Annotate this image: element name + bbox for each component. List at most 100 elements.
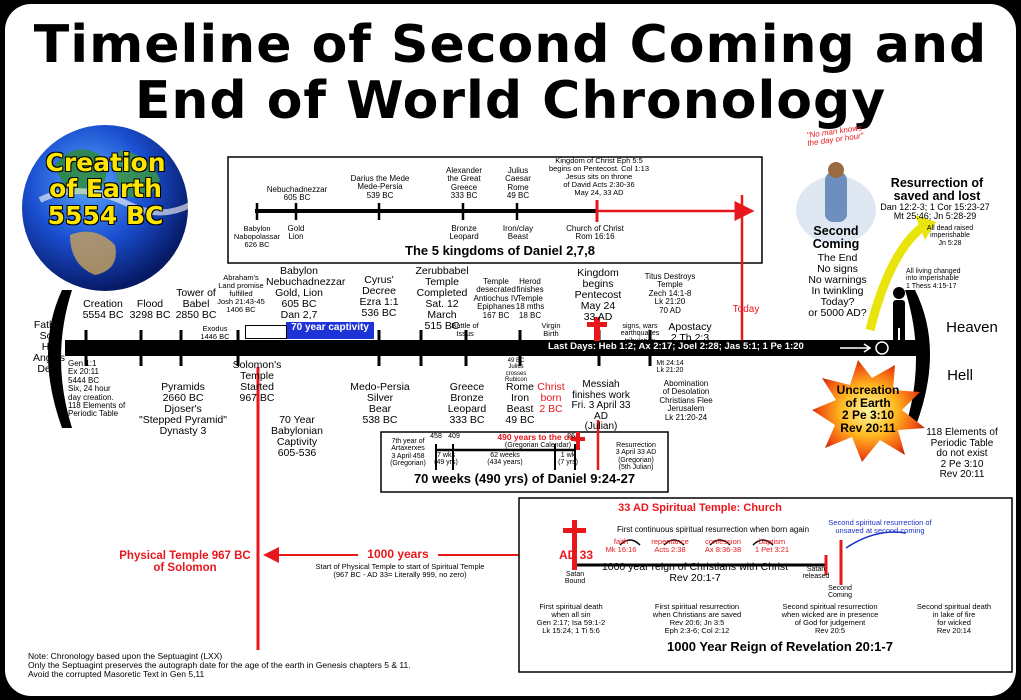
step-baptism: baptism 1 Pet 3:21 [754, 537, 790, 554]
event-zerubbabel: Zerubbabel Temple Completed Sat. 12 Marc… [415, 265, 469, 333]
rapture-arrow [865, 221, 928, 332]
event-mt2414: Mt 24:14 Lk 21:20 [656, 360, 684, 375]
jesus-figure [796, 162, 876, 244]
event-virgin-birth: Virgin Birth [541, 321, 561, 338]
weeks-26: 26 [567, 433, 575, 440]
weeks-sub: (Gregorian Calendar) [504, 442, 572, 449]
physical-temple-label: Physical Temple 967 BC of Solomon [119, 550, 251, 575]
weeks-box [380, 431, 669, 493]
resurrection-dead: All dead raised imperishable Jn 5:28 [926, 225, 974, 247]
weeks-title: 70 weeks (490 yrs) of Daniel 9:24-27 [413, 471, 636, 486]
ad33-cross [563, 520, 586, 570]
second-coming-arrow [840, 341, 889, 355]
step-confession: confession Ax 8:36-38 [704, 537, 742, 554]
weeks-right: Resurrection 3 April 33 AD (Gregorian) (… [615, 442, 657, 472]
daniel-below-4: Church of Christ Rom 16:16 [566, 224, 624, 242]
weeks-1wk: 1 wk (7 yrs) [558, 452, 578, 467]
second-coming-label: Second Coming [812, 224, 860, 252]
left-bracket [48, 290, 72, 428]
event-flood: Flood 3298 BC [129, 298, 171, 322]
thousand-years-note: Start of Physical Temple to start of Spi… [315, 562, 485, 579]
uncreation-explosion [812, 360, 925, 462]
weeks-409: 409 [448, 433, 460, 440]
event-cyrus: Cyrus' Decree Ezra 1:1 536 BC [359, 274, 399, 320]
heaven-label: Heaven [946, 319, 998, 336]
event-captivity: 70 Year Babylonian Captivity 605-536 [271, 414, 323, 460]
step-faith: faith Mk 16:16 [605, 537, 637, 554]
event-creation: Creation 5554 BC [82, 298, 124, 322]
weeks-7wks: 7 wks (49 yrs) [434, 452, 458, 467]
spiritual-death-first: First spiritual death when all sin Gen 2… [536, 602, 606, 635]
resurrection-living: All living changed into imperishable 1 T… [906, 268, 961, 290]
spiritual-resurrection-second: Second spiritual resurrection when wicke… [781, 602, 879, 635]
earth-globe [22, 125, 192, 291]
second-coming-notes: The End No signs No warnings In twinklin… [808, 252, 867, 320]
daniel-title: The 5 kingdoms of Daniel 2,7,8 [405, 243, 595, 258]
creation-label: Creation of Earth 5554 BC [45, 148, 166, 230]
spiritual-title: 33 AD Spiritual Temple: Church [618, 502, 782, 514]
event-genesis: Gen 1:1 Ex 20:11 5444 BC Six, 24 hour da… [68, 359, 126, 419]
event-abraham: Abraham's Land promise fulfilled Josh 21… [217, 273, 265, 314]
judgment-label: Judgment [934, 307, 954, 395]
event-greece: Greece Bronze Leopard 333 BC [447, 381, 487, 427]
footnote: Note: Chronology based upon the Septuagi… [28, 651, 411, 679]
weeks-heading: 490 years to the day [497, 432, 579, 442]
signs-label: signs, wars earthquakes tribulation [620, 323, 660, 345]
periodic-table-note: 118 Elements of Periodic Table do not ex… [926, 427, 998, 480]
today-label: Today [732, 304, 760, 315]
ad33-label: AD 33 [558, 548, 593, 562]
satan-bound: Satan Bound [564, 571, 586, 586]
captivity-bar [286, 322, 374, 339]
reign-title: 1000 Year Reign of Revelation 20:1-7 [667, 639, 893, 654]
step-repentance: repentance Acts 2:38 [651, 537, 689, 554]
resurrection-refs: Dan 12:2-3; 1 Cor 15:23-27 Mt 25:46; Jn … [880, 202, 990, 222]
spiritual-second-unsaved: Second spiritual resurrection of unsaved… [828, 518, 932, 535]
daniel-below-2: Bronze Leopard [449, 224, 479, 242]
event-titus: Titus Destroys Temple Zech 14:1-8 Lk 21:… [644, 272, 696, 315]
spiritual-resurrection-first: First spiritual resurrection when Christ… [652, 602, 742, 635]
spiritual-first: First continuous spiritual resurrection … [616, 525, 810, 534]
event-messiah: Messiah finishes work Fri. 3 April 33 AD… [571, 379, 631, 432]
weeks-458: 458 [430, 433, 442, 440]
uncreation-label: Uncreation of Earth 2 Pe 3:10 Rev 20:11 [836, 383, 900, 435]
event-abomination: Abomination of Desolation Christians Fle… [659, 379, 713, 422]
person-icon [893, 287, 905, 340]
second-coming-small: Second Coming [827, 585, 853, 600]
event-medo-persia: Medo-Persia Silver Bear 538 BC [350, 381, 410, 427]
page-title-line2: End of World Chronology [134, 71, 887, 131]
left-cap-label: Father Son HS Angels Devil [32, 319, 66, 376]
weeks-62wks: 62 weeks (434 years) [487, 452, 523, 467]
sabbath-note [245, 325, 287, 339]
daniel-above-1: Darius the Mede Mede-Persia 539 BC [350, 174, 410, 200]
spiritual-box [518, 497, 1013, 673]
captivity-label: 70 year captivity [291, 322, 369, 333]
daniel-below-0: Babylon Nabopolassar 626 BC [233, 224, 281, 249]
reign-label: 1000 year reign of Christians with Chris… [601, 561, 789, 585]
satan-released: Satan released [802, 566, 830, 581]
event-babylon: Babylon Nebuchadnezzar Gold, Lion 605 BC… [266, 265, 346, 322]
page-title-line1: Timeline of Second Coming and [33, 15, 988, 75]
event-babel: Tower of Babel 2850 BC [175, 287, 217, 322]
daniel-below-3: Iron/clay Beast [502, 224, 534, 242]
event-solomon: Solomon's Temple Started 967 BC [232, 359, 282, 405]
timeline-ticks [84, 330, 652, 366]
event-christ-born: Christ born 2 BC [537, 381, 565, 416]
event-rubicon: 49 BC Julius crosses Rubicon [504, 358, 527, 383]
hell-label: Hell [947, 367, 973, 384]
daniel-above-0: Nebuchadnezzar 605 BC [266, 185, 328, 203]
event-pyramids: Pyramids 2660 BC Djoser's "Stepped Pyram… [139, 381, 227, 438]
right-bracket [905, 290, 930, 428]
kingdom-cross [587, 317, 607, 341]
daniel-above-3: Julius Caesar Rome 49 BC [505, 166, 531, 201]
resurrection-title: Resurrection of saved and lost [890, 176, 984, 204]
event-apostacy: Apostacy 2 Th 2:3 [668, 321, 712, 345]
spiritual-death-second: Second spiritual death in lake of fire f… [916, 602, 992, 635]
event-antiochus: Temple desecrated Antiochus IV Epiphanes… [473, 277, 519, 320]
event-issus: Battle of Issus [451, 321, 479, 338]
event-herod: Herod finishes Temple 18 mths 18 BC [515, 277, 545, 320]
last-days-label: Last Days: Heb 1:2; Ax 2:17; Joel 2:28; … [548, 341, 804, 352]
event-exodus: Exodus 1446 BC [200, 324, 230, 341]
daniel-above-4: Kingdom of Christ Eph 5:5 begins on Pent… [548, 156, 650, 197]
